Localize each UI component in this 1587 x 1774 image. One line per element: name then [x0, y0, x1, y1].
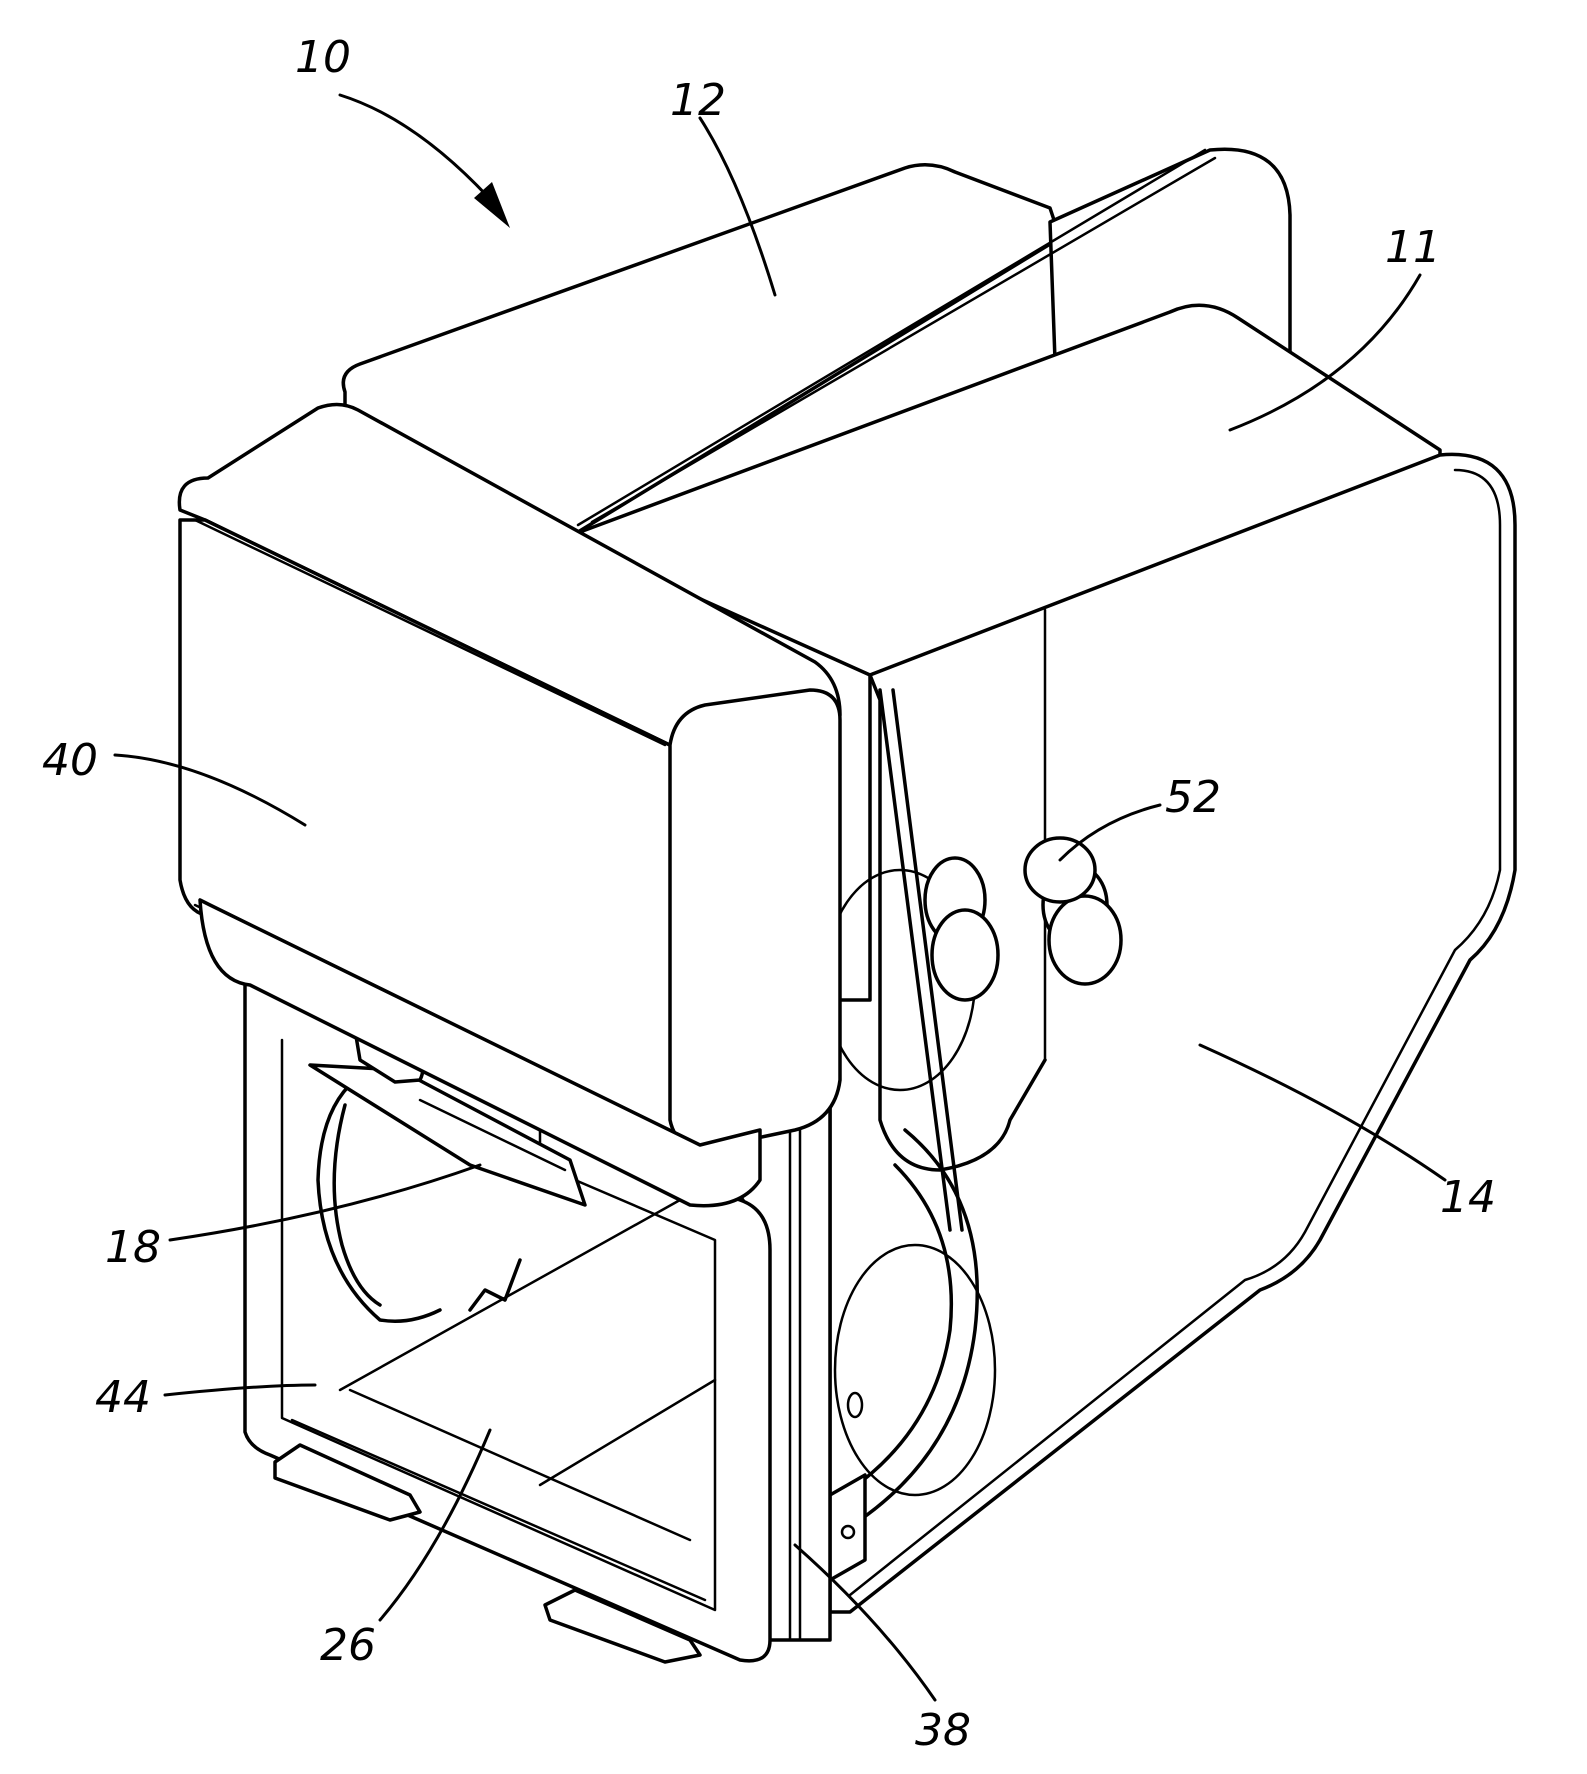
side-bracket: [830, 1475, 865, 1580]
ref-44: 44: [95, 1372, 151, 1423]
ref-38: 38: [915, 1705, 971, 1756]
knob-e: [932, 910, 998, 1000]
ref-12: 12: [670, 75, 726, 126]
ref-14: 14: [1440, 1172, 1496, 1223]
ref-11: 11: [1385, 222, 1441, 273]
arrow-10: [340, 95, 500, 210]
knob-b: [1049, 896, 1121, 984]
ref-26: 26: [320, 1620, 376, 1671]
ref-10: 10: [295, 32, 351, 83]
ref-40: 40: [42, 735, 98, 786]
ref-18: 18: [105, 1222, 161, 1273]
knob-c: [1025, 838, 1095, 902]
ref-52: 52: [1165, 772, 1221, 823]
head-side-cap: [670, 690, 840, 1150]
